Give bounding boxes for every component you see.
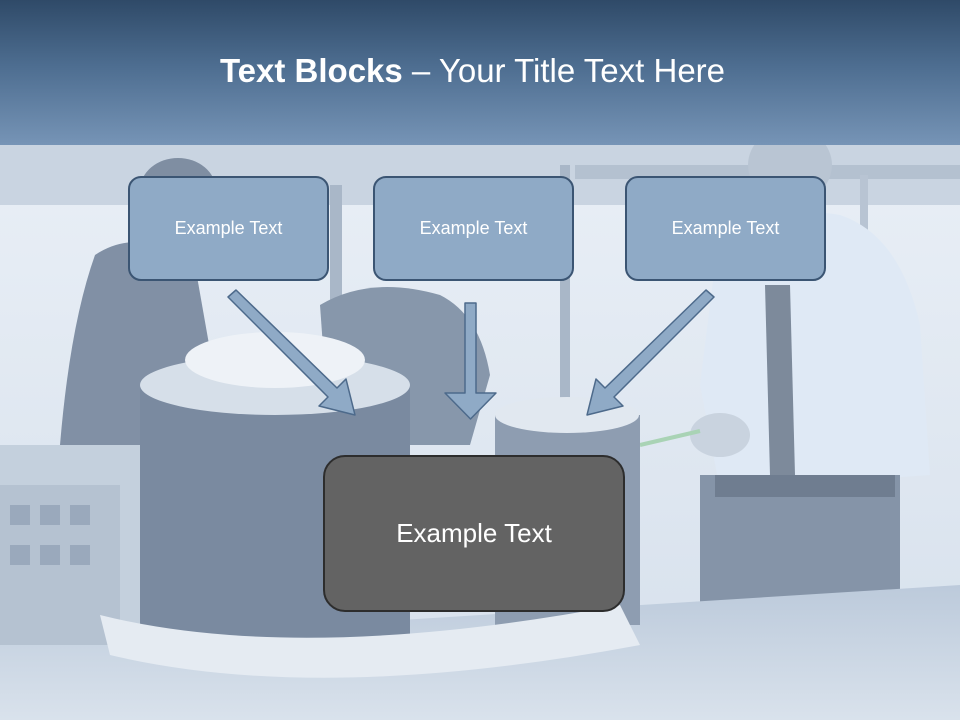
text-block-3-label: Example Text [671,218,780,238]
target-text-block[interactable]: Example Text [323,455,625,612]
arrow-right[interactable] [586,289,715,416]
text-block-2-label: Example Text [419,218,528,238]
title-bold-text: Text Blocks [219,52,403,89]
text-block-2[interactable]: Example Text [373,176,574,281]
text-block-1[interactable]: Example Text [128,176,329,281]
text-block-3[interactable]: Example Text [625,176,826,281]
arrow-center[interactable] [444,302,497,420]
title-bar [0,0,960,145]
title-rest-text: – Your Title Text Here [402,52,726,89]
target-text-block-label: Example Text [396,518,552,548]
arrow-left[interactable] [227,289,356,416]
slide-title[interactable]: Text Blocks – Your Title Text Here [0,52,945,90]
text-block-1-label: Example Text [174,218,283,238]
